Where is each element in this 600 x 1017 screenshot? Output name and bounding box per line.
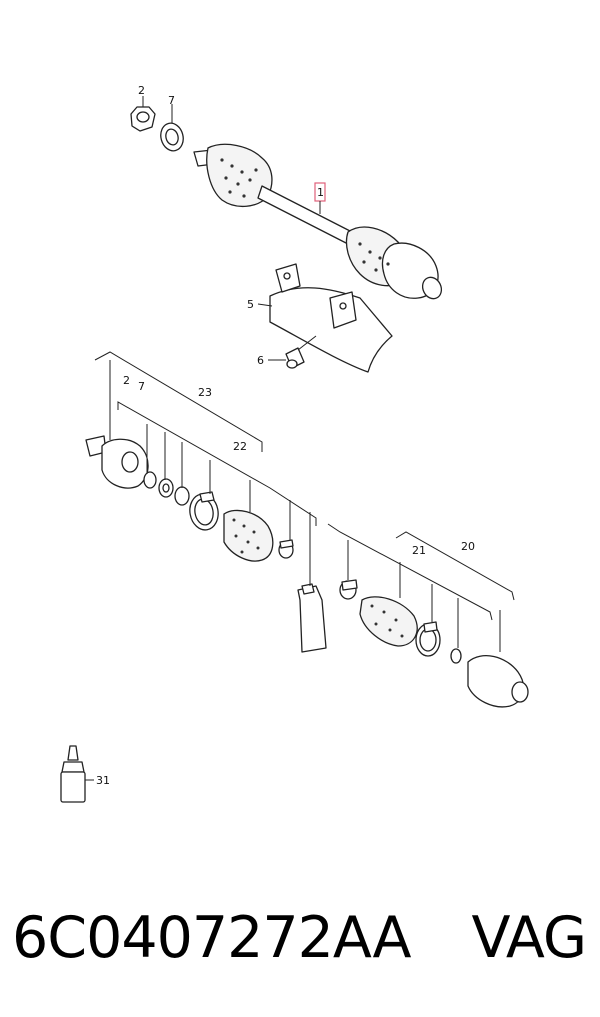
adhesive-bottle-part-31 — [60, 745, 94, 803]
clamp-part-small — [278, 539, 294, 559]
leader-lines — [94, 96, 515, 652]
callout-21: 21 — [412, 544, 426, 557]
callout-2-top: 2 — [138, 84, 145, 97]
callout-6: 6 — [257, 354, 264, 367]
callout-5: 5 — [247, 298, 254, 311]
inner-circlip — [450, 648, 462, 664]
outer-boot — [223, 509, 274, 562]
inner-boot — [359, 596, 418, 647]
clamp-part-large — [189, 491, 219, 531]
inner-clamp-small — [339, 579, 358, 600]
washer-part-7 — [160, 122, 184, 152]
grease-tube — [297, 583, 327, 653]
callout-2-mid: 2 — [123, 374, 130, 387]
caption-bar: 6C0407272AA VAG — [0, 888, 600, 988]
callout-7-top: 7 — [168, 94, 175, 107]
part-number: 6C0407272AA — [12, 905, 411, 971]
callout-31: 31 — [96, 774, 110, 787]
drive-shaft-part-1 — [193, 143, 443, 300]
callout-20: 20 — [461, 540, 475, 553]
inner-clamp-large — [415, 621, 441, 657]
outer-cv-joint — [85, 435, 149, 489]
circlip-part — [143, 471, 157, 489]
callout-23: 23 — [198, 386, 212, 399]
callout-7-mid: 7 — [138, 380, 145, 393]
brand-label: VAG — [471, 905, 587, 971]
washer-part-mid — [158, 478, 174, 498]
callout-1: 1 — [317, 186, 324, 199]
callout-22: 22 — [233, 440, 247, 453]
nut-part-2 — [130, 106, 156, 132]
spacer-part — [174, 486, 190, 506]
inner-cv-housing — [467, 655, 529, 708]
bolt-part-6 — [285, 335, 317, 369]
